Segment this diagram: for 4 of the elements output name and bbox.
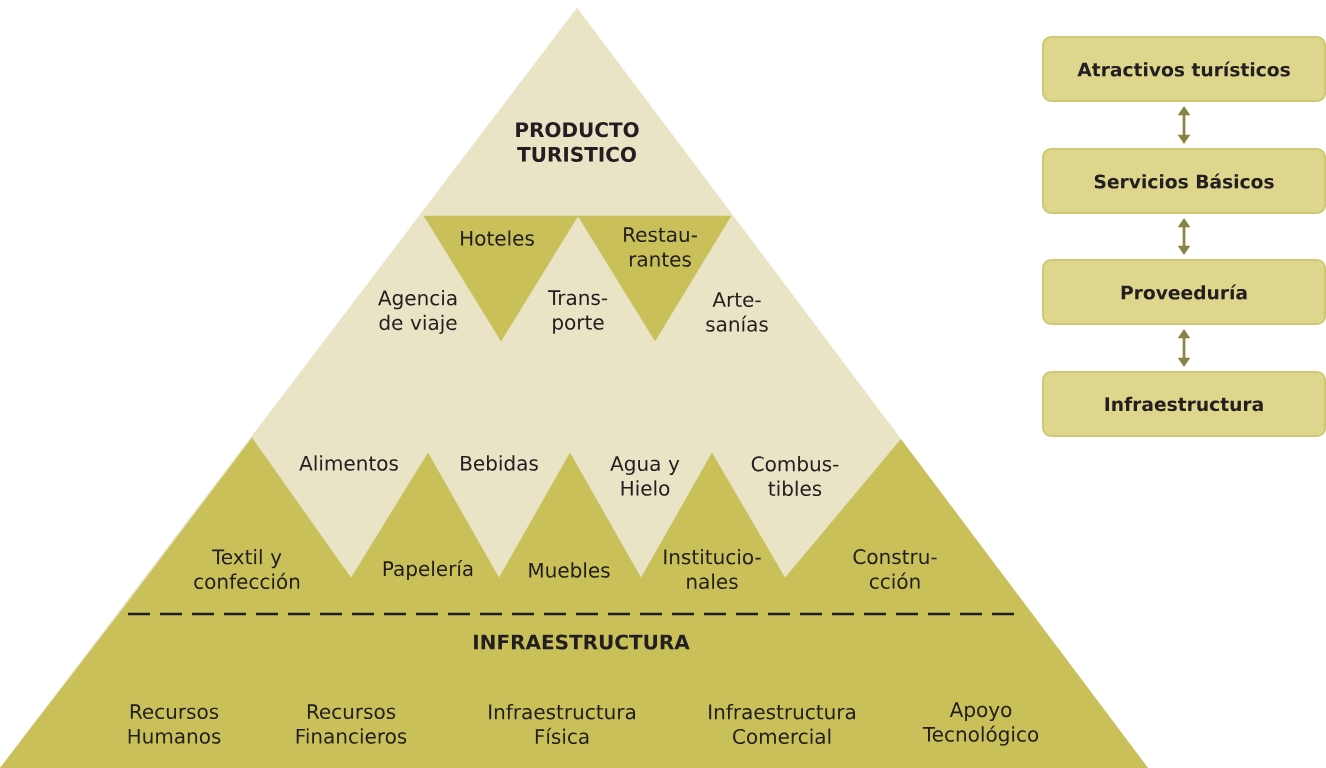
process-box: Infraestructura	[1042, 371, 1326, 437]
process-box: Proveeduría	[1042, 259, 1326, 325]
process-box: Servicios Básicos	[1042, 148, 1326, 214]
process-box: Atractivos turísticos	[1042, 36, 1326, 102]
